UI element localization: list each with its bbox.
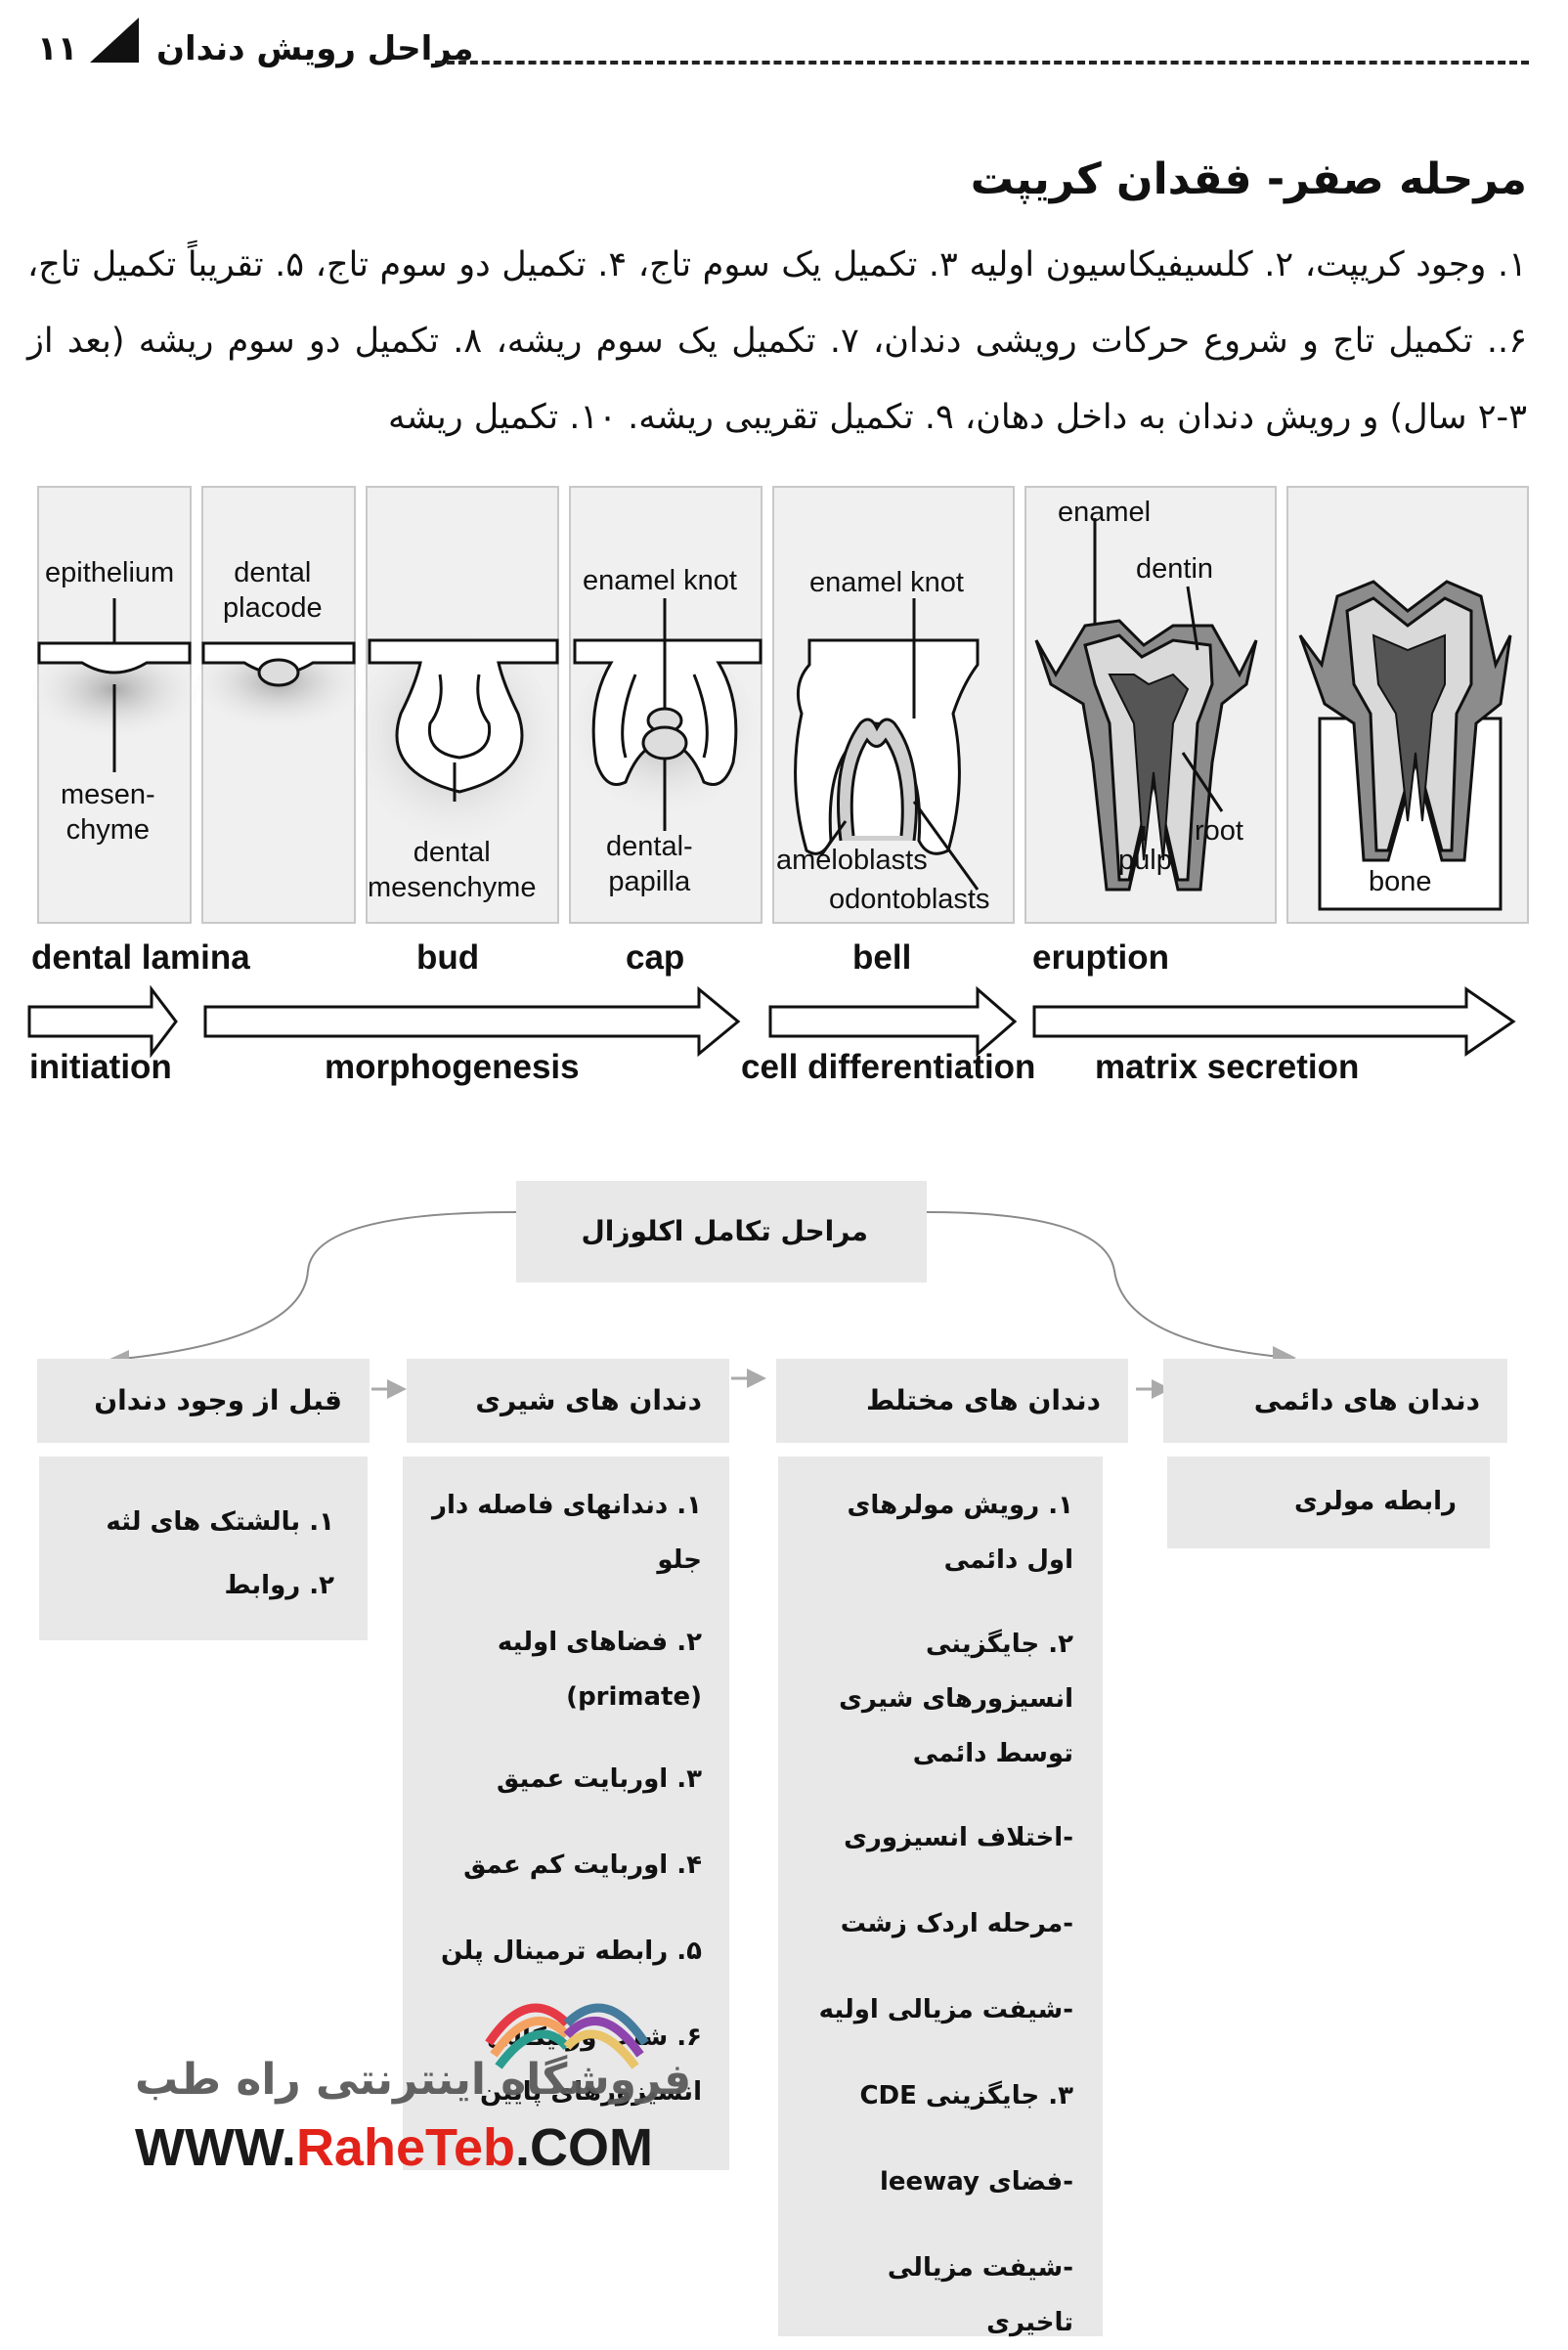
list-item: -شیفت مزیالی تاخیری [887, 2253, 1073, 2337]
stage-bud: bud [416, 938, 480, 977]
label-ameloblasts: ameloblasts [776, 845, 928, 876]
flow-col-pre-dental-list: ۱. بالشتک های لثه ۲. روابط [39, 1457, 368, 1640]
list-item: -اختلاف انسیزوری [844, 1823, 1073, 1852]
flow-col-mixed-list: ۱. رویش مولرهای اول دائمی ۲. جایگزینی ان… [778, 1457, 1103, 2337]
tooth-stage-drawings [27, 518, 1516, 1059]
label-bone: bone [1369, 866, 1432, 897]
stage-cap: cap [626, 938, 685, 977]
flow-col-permanent-title: دندان های دائمی [1163, 1359, 1507, 1443]
list-item: ۲. فضاهای اولیه (primate) [497, 1628, 702, 1712]
list-item: رابطه مولری [1294, 1487, 1457, 1516]
list-item: ۲. جایگزینی انسیزورهای شیری توسط دائمی [839, 1630, 1073, 1768]
label-mesenchyme: mesen- chyme [61, 779, 155, 847]
list-item: ۳. اوربایت عمیق [497, 1764, 702, 1794]
phase-cell-differentiation: cell differentiation [741, 1048, 1036, 1086]
label-root: root [1195, 815, 1243, 847]
label-dental-placode: dental placode [223, 557, 323, 625]
list-item: -فضای leeway [880, 2167, 1073, 2197]
watermark-url: WWW.RaheTeb.COM [135, 2117, 653, 2178]
watermark-url-brand: RaheTeb [295, 2118, 515, 2177]
label-odontoblasts: odontoblasts [829, 884, 990, 915]
section-paragraph: ۱. وجود کریپت، ۲. کلسیفیکاسیون اولیه ۳. … [27, 245, 1527, 437]
list-item: -مرحله اردک زشت [840, 1909, 1073, 1938]
watermark-logo-icon [485, 2003, 649, 2069]
list-item: انسیزورهای پایین [479, 2077, 702, 2107]
label-enamel-knot-bell: enamel knot [809, 567, 964, 598]
header-triangle-icon [90, 18, 139, 63]
phase-initiation: initiation [29, 1048, 172, 1086]
list-item: ۴. اوربایت کم عمق [463, 1850, 702, 1880]
section-title: مرحله صفر- فقدان کریپت [970, 154, 1527, 204]
flow-col-mixed-title: دندان های مختلط [776, 1359, 1128, 1443]
flow-col-primary-list: ۱. دندانهای فاصله دار جلو ۲. فضاهای اولی… [403, 1457, 729, 2170]
stage-dental-lamina: dental lamina [31, 938, 250, 977]
stage-bell: bell [852, 938, 912, 977]
flow-root-box: مراحل تکامل اکلوزال [516, 1181, 927, 1283]
watermark-text: فروشگاه اینترنتی راه طب [135, 2055, 692, 2105]
label-pulp: pulp [1118, 845, 1172, 876]
label-enamel-knot-cap: enamel knot [583, 565, 737, 596]
list-item: ۲. روابط [224, 1571, 334, 1600]
label-enamel: enamel [1058, 497, 1152, 528]
list-item: ۳. جایگزینی CDE [859, 2081, 1073, 2111]
watermark-url-prefix: WWW. [135, 2118, 296, 2177]
list-item: ۱. رویش مولرهای اول دائمی [847, 1491, 1073, 1575]
list-item: ۵. رابطه ترمینال پلن [440, 1937, 702, 1966]
stage-eruption: eruption [1032, 938, 1169, 977]
flow-col-permanent-list: رابطه مولری [1167, 1457, 1490, 1548]
list-item: -شیفت مزیالی اولیه [818, 1995, 1073, 2024]
flow-col-pre-dental-title: قبل از وجود دندان [37, 1359, 370, 1443]
flow-col-primary-title: دندان های شیری [407, 1359, 729, 1443]
list-item: ۱. بالشتک های لثه [106, 1507, 334, 1537]
list-item: ۱. دندانهای فاصله دار جلو [432, 1491, 702, 1575]
watermark-url-suffix: .COM [514, 2118, 653, 2177]
phase-morphogenesis: morphogenesis [325, 1048, 580, 1086]
chapter-title: مراحل رویش دندان [156, 29, 474, 68]
label-dental-papilla: dental- papilla [606, 831, 693, 898]
header-divider [435, 61, 1529, 65]
label-epithelium: epithelium [45, 557, 175, 588]
label-dental-mesenchyme: dental mesenchyme [368, 837, 537, 904]
label-dentin: dentin [1136, 553, 1214, 585]
phase-matrix-secretion: matrix secretion [1095, 1048, 1360, 1086]
